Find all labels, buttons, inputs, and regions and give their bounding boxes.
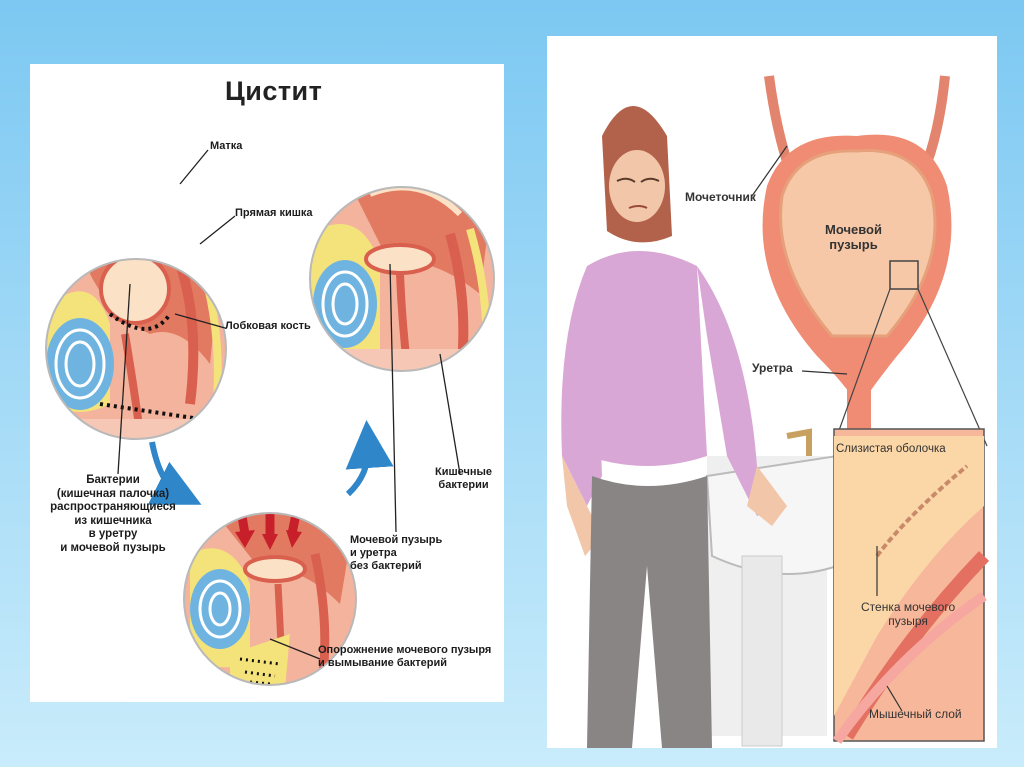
label-muscle-layer: Мышечный слой: [869, 707, 962, 721]
cystitis-illustration: [45, 149, 495, 686]
anatomy-circle-emptying: [184, 513, 356, 685]
anatomy-circle-infected: [46, 259, 226, 439]
diagram-title: Цистит: [225, 76, 323, 106]
arrow-to-emptying: [147, 441, 202, 505]
label-ureter: Мочеточник: [685, 190, 756, 204]
wall-detail-inset: [832, 428, 990, 744]
bladder-diagram: [762, 75, 988, 447]
label-uterus: Матка: [210, 140, 243, 152]
label-bacteria-spread: Бактерии (кишечная палочка) распространя…: [50, 474, 176, 554]
label-emptying: Опорожнение мочевого пузыря и вымывание …: [318, 644, 492, 669]
label-bladder-wall: Стенка мочевого пузыря: [861, 600, 956, 628]
label-urethra: Уретра: [752, 361, 793, 375]
label-rectum: Прямая кишка: [235, 207, 313, 219]
woman-figure: [561, 106, 787, 748]
label-intestinal-bacteria: Кишечные бактерии: [435, 466, 493, 491]
label-pubic-bone: Лобковая кость: [225, 320, 311, 332]
bladder-illustration: [561, 75, 990, 748]
label-bladder-no-bacteria: Мочевой пузырь и уретра без бактерий: [350, 534, 443, 572]
cystitis-diagram-panel: Цистит: [30, 64, 504, 702]
faucet: [786, 428, 812, 456]
label-mucosa: Слизистая оболочка: [836, 443, 946, 455]
arrow-to-healthy: [345, 420, 394, 497]
label-bladder: Мочевой пузырь: [825, 222, 882, 252]
anatomy-circle-healthy: [310, 187, 494, 371]
bladder-anatomy-panel: Мочеточник Мочевой пузырь Уретра Слизист…: [547, 36, 997, 748]
